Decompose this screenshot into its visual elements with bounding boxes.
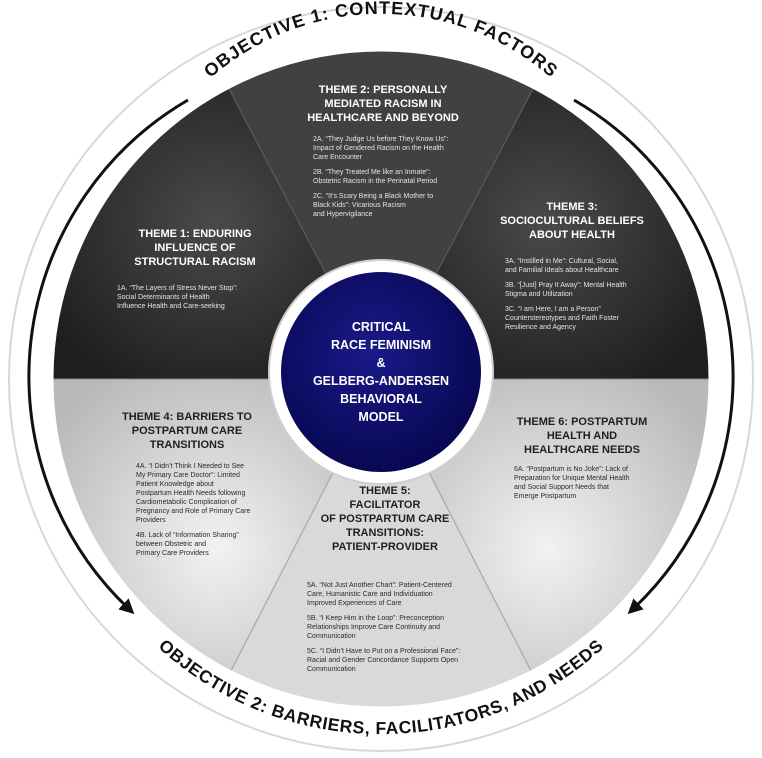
center-label-line: CRITICAL: [351, 320, 411, 334]
theme-title-line: TRANSITIONS: [149, 439, 225, 451]
subtheme-item: 5B. “I Keep Him in the Loop”: Preconcept…: [307, 614, 502, 641]
subtheme-line: Resilience and Agency: [505, 324, 576, 331]
theme-title-line: MEDIATED RACISM IN: [324, 98, 442, 110]
subtheme-line: and Hypervigilance: [313, 211, 373, 218]
subtheme-line: 3C. “I am Here, I am a Person”: [505, 306, 601, 313]
theme-title-line: HEALTH AND: [546, 430, 618, 442]
subtheme-item: 3A. “Instilled in Me”: Cultural, Social,…: [505, 257, 675, 275]
center-label-line: BEHAVIORAL: [340, 392, 422, 406]
subtheme-line: Black Kids”: Vicarious Racism: [313, 202, 406, 209]
center-label-line: RACE FEMINISM: [331, 338, 431, 352]
subtheme-line: Patient Knowledge about: [136, 481, 214, 488]
subtheme-line: 2B. “They Treated Me like an Inmate”:: [313, 169, 431, 176]
subtheme-line: 6A. “Postpartum is No Joke”: Lack of: [514, 466, 628, 473]
subtheme-line: 5A. “Not Just Another Chart”: Patient-Ce…: [307, 582, 452, 589]
center-circle: [281, 272, 481, 472]
center-label-line: &: [376, 356, 386, 370]
subtheme-item: 4B. Lack of “Information Sharing” between…: [136, 531, 301, 558]
theme-title-line: THEME 6: POSTPARTUM: [516, 416, 648, 428]
theme-3-subthemes: 3A. “Instilled in Me”: Cultural, Social,…: [505, 257, 675, 338]
wedge-theme-5: [216, 379, 546, 709]
theme-1-subthemes: 1A. “The Layers of Stress Never Stop”: So…: [117, 284, 287, 317]
subtheme-line: Communication: [307, 666, 356, 673]
subtheme-line: 2C. “It’s Scary Being a Black Mother to: [313, 193, 434, 200]
subtheme-line: 1A. “The Layers of Stress Never Stop”:: [117, 285, 238, 292]
subtheme-line: Communication: [307, 633, 356, 640]
subtheme-line: Providers: [136, 517, 166, 524]
subtheme-item: 5A. “Not Just Another Chart”: Patient-Ce…: [307, 581, 502, 608]
subtheme-line: Care, Humanistic Care and Individuation: [307, 591, 433, 598]
subtheme-line: Racial and Gender Concordance Supports O…: [307, 657, 458, 664]
subtheme-item: 3C. “I am Here, I am a Person” Counterste…: [505, 305, 675, 332]
theme-5-title: THEME 5: FACILITATOR OF POSTPARTUM CARE TRA…: [300, 484, 470, 554]
subtheme-line: Primary Care Providers: [136, 550, 209, 557]
subtheme-line: Preparation for Unique Mental Health: [514, 475, 630, 482]
theme-title-line: STRUCTURAL RACISM: [134, 256, 256, 268]
subtheme-item: 1A. “The Layers of Stress Never Stop”: So…: [117, 284, 287, 311]
subtheme-line: Counterstereotypes and Faith Foster: [505, 315, 620, 322]
theme-title-line: THEME 1: ENDURING: [138, 228, 252, 240]
theme-title-line: THEME 3:: [546, 201, 598, 213]
subtheme-line: 5B. “I Keep Him in the Loop”: Preconcept…: [307, 615, 444, 622]
subtheme-line: Influence Health and Care-seeking: [117, 303, 225, 310]
subtheme-line: between Obstetric and: [136, 541, 207, 548]
subtheme-item: 2A. “They Judge Us before They Know Us”:…: [313, 135, 503, 162]
subtheme-line: 4B. Lack of “Information Sharing”: [136, 532, 239, 539]
theme-6-subthemes: 6A. “Postpartum is No Joke”: Lack of Prep…: [514, 465, 674, 507]
subtheme-line: Pregnancy and Role of Primary Care: [136, 508, 251, 515]
subtheme-line: Emerge Postpartum: [514, 493, 577, 500]
theme-title-line: THEME 5:: [359, 485, 411, 497]
theme-2-title: THEME 2: PERSONALLY MEDIATED RACISM IN HEA…: [293, 83, 473, 125]
theme-3-title: THEME 3: SOCIOCULTURAL BELIEFS ABOUT HEALT…: [487, 200, 657, 242]
subtheme-item: 2B. “They Treated Me like an Inmate”: Obs…: [313, 168, 503, 186]
subtheme-item: 6A. “Postpartum is No Joke”: Lack of Prep…: [514, 465, 674, 501]
theme-title-line: POSTPARTUM CARE: [131, 425, 243, 437]
subtheme-item: 3B. “[Just] Pray It Away”: Mental Health…: [505, 281, 675, 299]
subtheme-line: and Social Support Needs that: [514, 484, 609, 491]
subtheme-item: 4A. “I Didn’t Think I Needed to See My Pr…: [136, 462, 301, 525]
theme-title-line: HEALTHCARE NEEDS: [524, 444, 640, 456]
subtheme-item: 5C. “I Didn’t Have to Put on a Professio…: [307, 647, 502, 674]
subtheme-line: and Familial Ideals about Healthcare: [505, 267, 619, 274]
theme-title-line: SOCIOCULTURAL BELIEFS: [500, 215, 644, 227]
theme-6-title: THEME 6: POSTPARTUM HEALTH AND HEALTHCARE …: [497, 415, 667, 457]
subtheme-line: Care Encounter: [313, 154, 363, 161]
subtheme-line: Relationships Improve Care Continuity an…: [307, 624, 441, 631]
subtheme-line: Obstetric Racism in the Perinatal Period: [313, 178, 438, 185]
theme-5-subthemes: 5A. “Not Just Another Chart”: Patient-Ce…: [307, 581, 502, 680]
subtheme-line: 3B. “[Just] Pray It Away”: Mental Health: [505, 282, 627, 289]
theme-title-line: PATIENT-PROVIDER: [332, 541, 438, 553]
theme-4-subthemes: 4A. “I Didn’t Think I Needed to See My Pr…: [136, 462, 301, 564]
theme-title-line: TRANSITIONS:: [345, 527, 425, 539]
theme-title-line: INFLUENCE OF: [154, 242, 236, 254]
subtheme-line: Improved Experiences of Care: [307, 600, 402, 607]
theme-1-title: THEME 1: ENDURING INFLUENCE OF STRUCTURAL …: [105, 227, 285, 269]
theme-title-line: FACILITATOR: [349, 499, 421, 511]
subtheme-line: My Primary Care Doctor”: Limited: [136, 472, 240, 479]
subtheme-line: Impact of Gendered Racism on the Health: [313, 145, 444, 152]
theme-title-line: THEME 4: BARRIERS TO: [122, 411, 252, 423]
subtheme-line: 2A. “They Judge Us before They Know Us”:: [313, 136, 449, 143]
subtheme-line: 4A. “I Didn’t Think I Needed to See: [136, 463, 245, 470]
subtheme-line: Cardiometabolic Complication of: [136, 499, 237, 506]
subtheme-item: 2C. “It’s Scary Being a Black Mother to B…: [313, 192, 503, 219]
center-label-line: MODEL: [358, 410, 404, 424]
subtheme-line: Social Determinants of Health: [117, 294, 210, 301]
theme-2-subthemes: 2A. “They Judge Us before They Know Us”:…: [313, 135, 503, 225]
theme-4-title: THEME 4: BARRIERS TO POSTPARTUM CARE TRANS…: [97, 410, 277, 452]
subtheme-line: 5C. “I Didn’t Have to Put on a Professio…: [307, 648, 461, 655]
theme-title-line: ABOUT HEALTH: [529, 229, 615, 241]
center-label: CRITICAL RACE FEMINISM & GELBERG-ANDERSEN BE…: [291, 318, 471, 426]
theme-title-line: THEME 2: PERSONALLY: [318, 84, 448, 96]
theme-title-line: HEALTHCARE AND BEYOND: [307, 112, 459, 124]
center-label-line: GELBERG-ANDERSEN: [312, 374, 450, 388]
arrow-right-icon: [573, 98, 735, 615]
subtheme-line: Postpartum Health Needs following: [136, 490, 246, 497]
theme-title-line: OF POSTPARTUM CARE: [320, 513, 450, 525]
subtheme-line: Stigma and Utilization: [505, 291, 573, 298]
arrow-left-icon: [27, 98, 189, 615]
subtheme-line: 3A. “Instilled in Me”: Cultural, Social,: [505, 258, 618, 265]
